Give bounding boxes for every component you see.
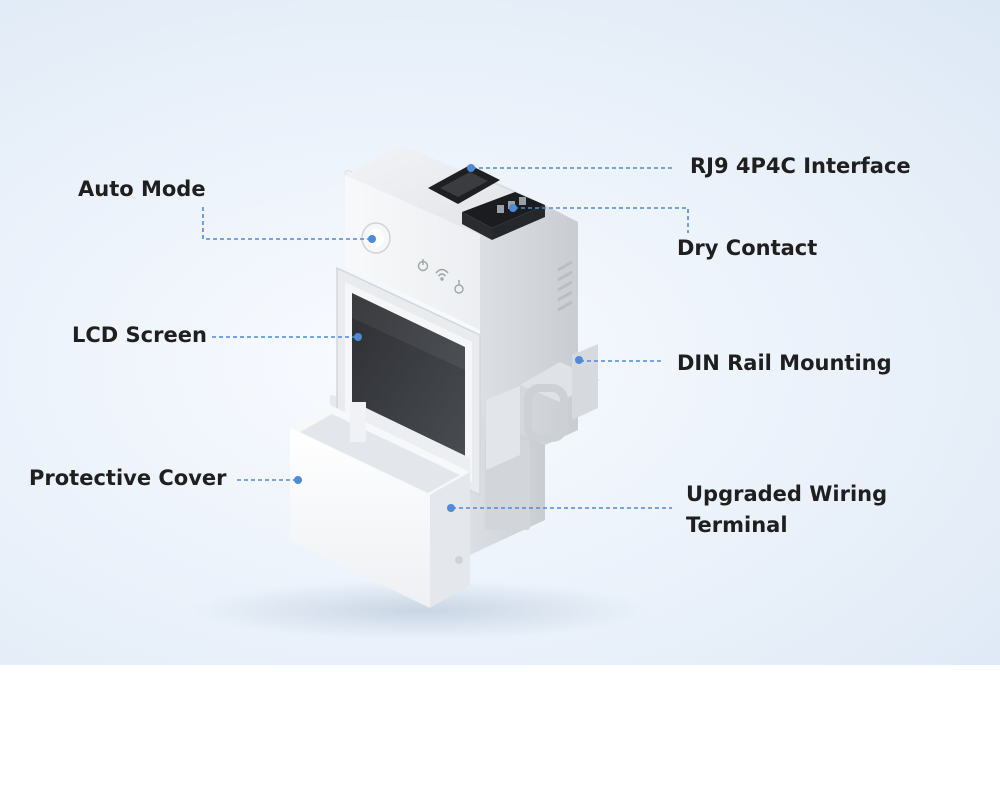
- label-dry-contact: Dry Contact: [677, 236, 818, 260]
- wifi-icon: [435, 268, 449, 281]
- side-vents: [557, 260, 573, 312]
- thermometer-icon: [454, 280, 464, 294]
- protective-cover: [290, 402, 470, 608]
- callout-protective-cover: [237, 476, 302, 484]
- label-wiring-line1: Upgraded Wiring: [686, 482, 888, 506]
- device-illustration: [190, 145, 689, 640]
- callout-rj9: [467, 164, 672, 172]
- label-wiring-line2: Terminal: [686, 513, 788, 537]
- callout-lcd-screen: [212, 333, 362, 341]
- auto-mode-button: [361, 222, 391, 254]
- callout-wiring: [447, 504, 672, 512]
- label-protective-cover: Protective Cover: [29, 466, 227, 490]
- ground-shadow: [190, 580, 650, 640]
- power-icon: [417, 259, 429, 272]
- rj9-port: [428, 165, 500, 204]
- device-front: [345, 175, 480, 330]
- label-din-rail: DIN Rail Mounting: [677, 351, 892, 375]
- label-auto-mode: Auto Mode: [78, 177, 206, 201]
- callout-auto-mode: [202, 207, 376, 243]
- callout-din-rail: [575, 356, 662, 364]
- label-rj9-interface: RJ9 4P4C Interface: [690, 154, 911, 178]
- callout-dry-contact: [509, 204, 689, 233]
- label-lcd-screen: LCD Screen: [72, 323, 207, 347]
- product-diagram: Auto Mode LCD Screen Protective Cover RJ…: [0, 0, 1000, 665]
